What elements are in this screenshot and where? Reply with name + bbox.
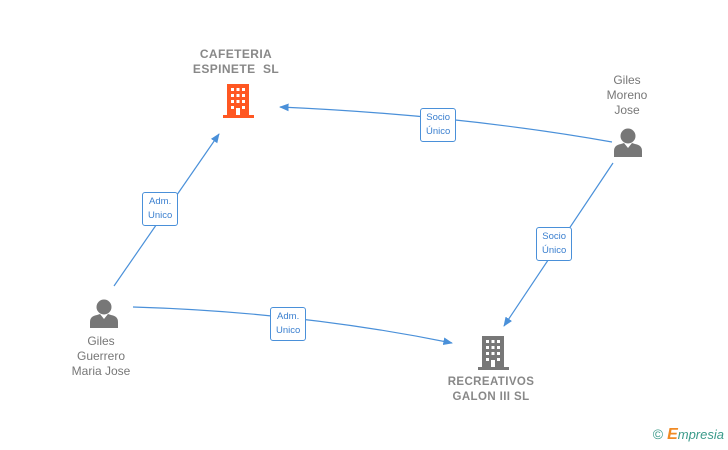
- edge-label-line: Unico: [276, 325, 301, 336]
- company-label-recreativos[interactable]: RECREATIVOS GALON III SL: [436, 375, 546, 405]
- brand-logo-initial: E: [667, 426, 678, 443]
- brand-watermark: ©Empresia: [653, 426, 724, 444]
- person-label-giles-guerrero[interactable]: Giles Guerrero Maria Jose: [60, 334, 142, 379]
- copyright-icon: ©: [652, 426, 664, 442]
- person-label-giles-moreno[interactable]: Giles Moreno Jose: [596, 73, 658, 118]
- company-name-line: ESPINETE SL: [192, 62, 280, 76]
- company-name-line: CAFETERIA: [199, 47, 273, 61]
- person-icon[interactable]: [90, 299, 118, 329]
- edge-label-socio-unico: Socio Único: [420, 108, 457, 142]
- edge-label-line: Único: [542, 245, 567, 256]
- person-name-line: Moreno: [606, 88, 648, 102]
- edge-label-socio-unico: Socio Único: [536, 227, 573, 261]
- edge-label-line: Único: [426, 126, 451, 137]
- company-name-line: RECREATIVOS: [447, 376, 535, 388]
- building-icon[interactable]: [478, 336, 509, 370]
- edge-label-adm-unico: Adm. Unico: [270, 307, 307, 341]
- edge-label-line: Adm.: [277, 311, 300, 322]
- building-icon[interactable]: [223, 84, 255, 118]
- person-name-line: Giles: [613, 73, 641, 87]
- edge-label-line: Socio: [542, 231, 567, 242]
- person-name-line: Maria Jose: [71, 364, 131, 378]
- company-label-cafeteria[interactable]: CAFETERIA ESPINETE SL: [180, 47, 292, 77]
- person-name-line: Giles: [87, 334, 115, 348]
- person-name-line: Guerrero: [76, 349, 126, 363]
- edge-label-line: Adm.: [149, 196, 172, 207]
- edge-label-line: Socio: [426, 112, 451, 123]
- person-icon[interactable]: [614, 128, 642, 158]
- brand-name: mpresia: [677, 427, 724, 442]
- person-name-line: Jose: [614, 103, 640, 117]
- company-name-line: GALON III SL: [452, 391, 530, 403]
- edge-label-adm-unico: Adm. Unico: [142, 192, 179, 226]
- edge-label-line: Unico: [148, 210, 173, 221]
